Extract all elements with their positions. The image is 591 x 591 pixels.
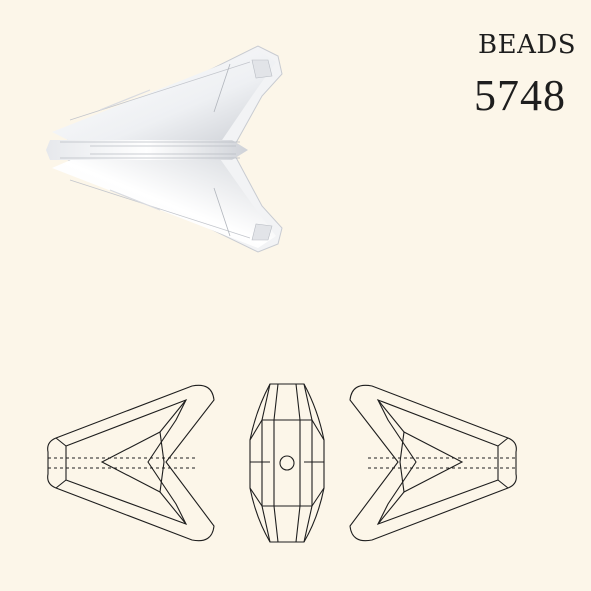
string-hole-icon <box>279 455 295 471</box>
crystal-arrow-photo <box>46 45 283 253</box>
article-number: 5748 <box>474 71 566 120</box>
side-view-right <box>349 384 517 542</box>
product-type-label: BEADS <box>478 30 577 60</box>
side-view-left <box>47 384 215 542</box>
front-view <box>249 383 325 543</box>
